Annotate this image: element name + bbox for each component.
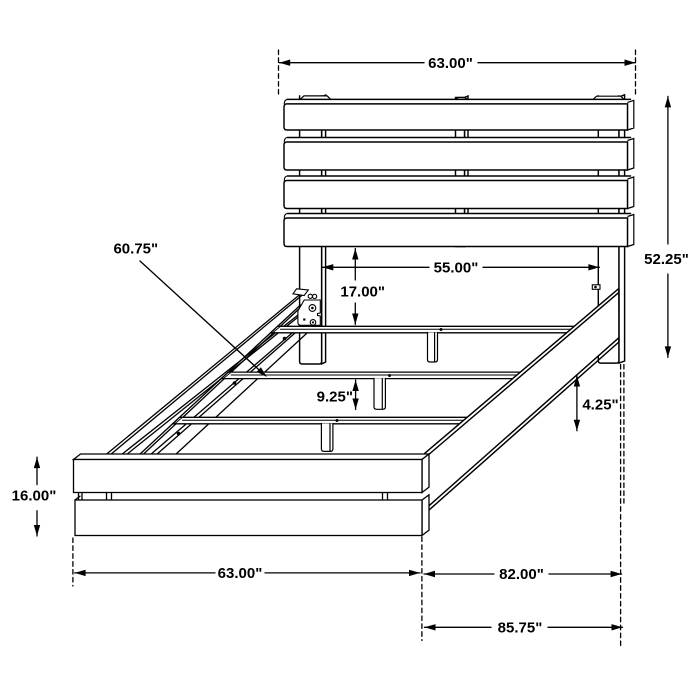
svg-text:52.25": 52.25"	[644, 251, 689, 268]
svg-text:82.00": 82.00"	[499, 566, 544, 583]
svg-text:16.00": 16.00"	[12, 488, 57, 505]
svg-text:85.75": 85.75"	[498, 619, 543, 636]
svg-text:17.00": 17.00"	[340, 284, 385, 301]
svg-text:55.00": 55.00"	[434, 259, 479, 276]
svg-text:60.75": 60.75"	[113, 240, 158, 257]
svg-text:63.00": 63.00"	[218, 565, 263, 582]
svg-text:4.25": 4.25"	[582, 397, 618, 414]
svg-text:9.25": 9.25"	[317, 389, 353, 406]
svg-text:63.00": 63.00"	[428, 55, 473, 72]
